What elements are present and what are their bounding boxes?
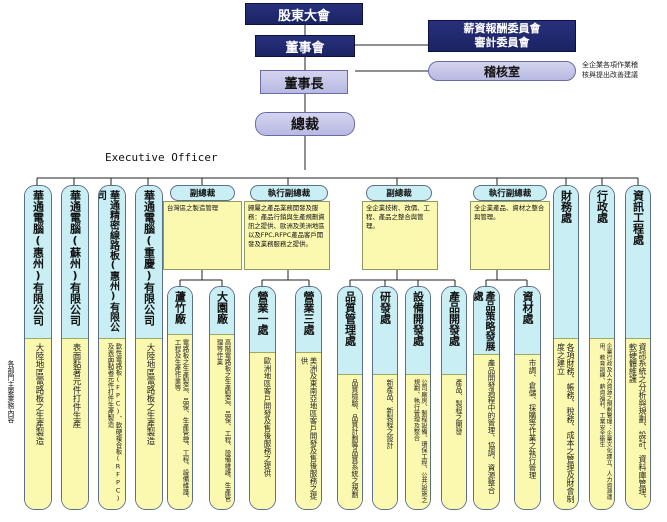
unit-title: 品質管理處 (343, 291, 357, 346)
subsidiary-desc: 大陸地區電路板之生產製造 (34, 343, 44, 445)
evp2-unit-materials: 資材處 市調、倉儲、採購等作業之執行管理 (514, 286, 541, 510)
evp2-head: 執行副總裁 (473, 185, 547, 201)
unit-title: 設備開發處 (411, 291, 425, 346)
unit-desc: 品質檢驗、品質計劃等品質系統之規劃 (351, 379, 359, 498)
staff-desc: 資訊系統之分析與規劃、設計、資料庫管理、軟硬體維護 (628, 343, 648, 503)
audit-committee-label: 審計委員會 (474, 36, 530, 49)
staff-finance: 財務處 各項財務、帳務、稅務、成本之管理及財會制度之建立 (553, 185, 579, 510)
subsidiary-title: 華通電腦(重慶)有限公司 (142, 190, 156, 326)
unit-desc: 美洲及東南亞地區客戶開發及售後服務之提供 (300, 357, 318, 500)
evp1-unit-sales3: 營業三處 美洲及東南亞地區客戶開發及售後服務之提供 (295, 286, 322, 510)
unit-title: 營業三處 (302, 291, 315, 335)
evp2-unit-strategy: 產品策略發展處 產品開發過程中的管理、協調、資源整合 (473, 286, 500, 510)
subsidiary-desc: 表面黏著元件打件生產 (71, 343, 81, 428)
board-box: 董事會 (255, 35, 355, 57)
subsidiary-desc: 軟性電路板(FPC)、軟硬複合板(RFPC)及表面黏著元件打件生產製造 (106, 343, 122, 503)
audit-note: 全企業各項作業稽 核與提出改善建議 (582, 60, 667, 80)
ceo-box: 總裁 (255, 112, 355, 136)
staff-desc: 各項財務、帳務、稅務、成本之管理及財會制度之建立 (556, 343, 576, 503)
subsidiary-desc: 大陸地區電路板之生產製造 (145, 343, 155, 445)
vp2-unit-equipment: 設備開發處 公司廠房、製程設備、環保工程、公共設施之規劃、執行管理及整合 (405, 286, 431, 510)
evp1-unit-sales1: 營業一處 歐洲地區客戶開發及售後服務之提供 (249, 286, 276, 510)
vp1-unit-luzhu: 蘆竹廠 電路板之生產製造、品保、生產管理、工程、設備維護、工程及生產作業等 (167, 286, 193, 510)
unit-title: 營業一處 (256, 291, 269, 335)
staff-title: 財務處 (559, 190, 573, 223)
unit-title: 大園廠 (215, 291, 229, 324)
staff-it: 資訊工程處 資訊系統之分析與規劃、設計、資料庫管理、軟硬體維護 (625, 185, 651, 510)
subsidiary-suzhou: 華通電腦(蘇州)有限公司 表面黏著元件打件生產 (61, 185, 89, 510)
vp1-head: 副總裁 (170, 185, 235, 201)
subsidiary-title: 華通電腦(惠州)有限公司 (31, 190, 45, 326)
audit-office-box: 稽核室 (428, 61, 576, 81)
staff-desc: 企業行政及人力資源之規劃管理：企業文化建立、人力資源運用、教育訓練、薪資福利、工… (598, 343, 611, 500)
unit-title: 研發處 (378, 291, 392, 324)
subsidiary-title: 華通電腦(蘇州)有限公司 (68, 190, 82, 326)
executive-officer-label: Executive Officer (105, 151, 218, 164)
staff-admin: 行政處 企業行政及人力資源之規劃管理：企業文化建立、人力資源運用、教育訓練、薪資… (589, 185, 615, 510)
subsidiary-chongqing: 華通電腦(重慶)有限公司 大陸地區電路板之生產製造 (135, 185, 163, 510)
unit-title: 蘆竹廠 (173, 291, 187, 324)
vp1-unit-dayuan: 大園廠 高階電路板之生產製造、品保、工程、設備維護、生產管理等作業 (209, 286, 235, 510)
committee-box: 薪資報酬委員會 審計委員會 (428, 20, 576, 52)
unit-desc: 產品、製程之開發 (455, 379, 463, 435)
vp1-desc: 台灣區之製造管理 (163, 201, 242, 270)
chairman-box: 董事長 (260, 70, 348, 94)
unit-title: 資材處 (521, 291, 534, 324)
staff-title: 資訊工程處 (631, 190, 645, 245)
unit-desc: 市調、倉儲、採購等作業之執行管理 (528, 359, 537, 479)
unit-desc: 新產品、新製程之設計 (386, 379, 394, 449)
unit-desc: 公司廠房、製程設備、環保工程、公共設施之規劃、執行管理及整合 (412, 379, 428, 503)
remuneration-committee-label: 薪資報酬委員會 (463, 22, 541, 35)
subsidiary-precision-huizhou: 華通精密線路板(惠州)有限公司 軟性電路板(FPC)、軟硬複合板(RFPC)及表… (98, 185, 126, 510)
vp2-desc: 全企業技術、改價、工程、產品之整合與管理。 (362, 201, 438, 270)
vp2-head: 副總裁 (366, 185, 432, 201)
unit-desc: 電路板之生產製造、品保、生產管理、工程、設備維護、工程及生產作業等 (173, 339, 189, 502)
subsidiary-title: 華通精密線路板(惠州)有限公司 (98, 190, 119, 332)
evp1-head: 執行副總裁 (250, 185, 328, 201)
unit-desc: 歐洲地區客戶開發及售後服務之提供 (263, 357, 272, 477)
unit-title: 產品策略發展處 (473, 291, 494, 351)
vp2-unit-quality: 品質管理處 品質檢驗、品質計劃等品質系統之規劃 (337, 286, 363, 510)
evp2-desc: 全企業產品、資材之整合與管理。 (470, 201, 550, 270)
left-note: 各部門主要業務內容 (7, 360, 15, 423)
evp1-desc: 歸屬之產品業務開發及服務：產品行銷與生產規劃資訊之提供、歐洲及美洲地區以及FPC… (244, 201, 330, 270)
unit-title: 產品開發處 (447, 291, 461, 346)
vp2-unit-product-dev: 產品開發處 產品、製程之開發 (441, 286, 467, 510)
staff-title: 行政處 (595, 190, 609, 223)
subsidiary-huizhou: 華通電腦(惠州)有限公司 大陸地區電路板之生產製造 (24, 185, 52, 510)
audit-note-line-1: 全企業各項作業稽 (582, 61, 638, 69)
unit-desc: 高階電路板之生產製造、品保、工程、設備維護、生產管理等作業 (215, 339, 231, 502)
unit-desc: 產品開發過程中的管理、協調、資源整合 (487, 359, 496, 494)
shareholders-box: 股東大會 (245, 3, 363, 25)
vp2-unit-rd: 研發處 新產品、新製程之設計 (372, 286, 398, 510)
audit-note-line-2: 核與提出改善建議 (582, 71, 638, 79)
